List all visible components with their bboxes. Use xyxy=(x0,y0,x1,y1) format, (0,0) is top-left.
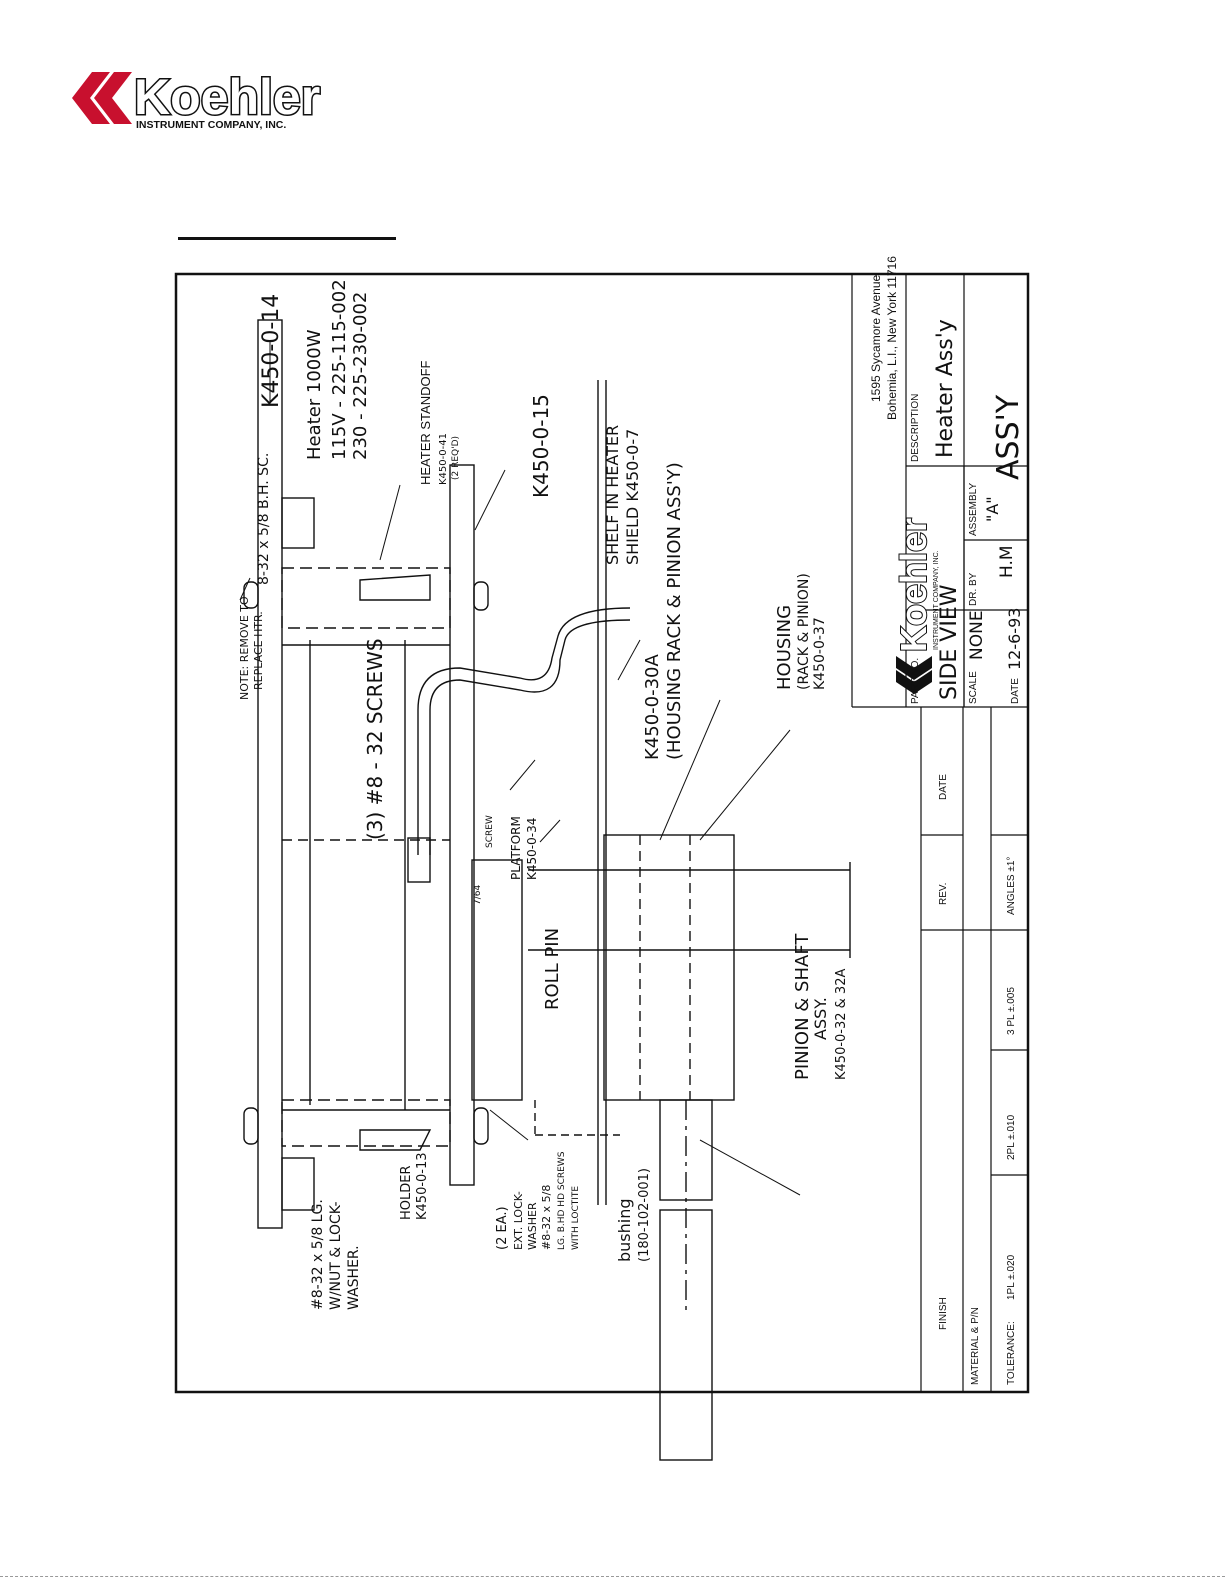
label-standoff-2: K450-0-41 xyxy=(438,433,449,485)
label-housing-2: (RACK & PINION) xyxy=(796,573,812,690)
tb-logo-subtitle: INSTRUMENT COMPANY, INC. xyxy=(933,550,940,650)
label-top-plate: K450-0-14 xyxy=(259,294,284,408)
label-platform-screw: SCREW xyxy=(485,815,495,848)
tb-dr-by-value: H.M xyxy=(997,545,1017,578)
label-lock-2: EXT. LOCK- xyxy=(512,1191,525,1250)
standoff-lower xyxy=(281,1099,451,1147)
logo-chevron-inner xyxy=(94,72,132,124)
label-screw-top: 8-32 x 5/8 B.H. SC. xyxy=(256,453,272,585)
label-standoff-3: (2 REQ'D) xyxy=(451,436,461,480)
bolt-head-top-1 xyxy=(243,581,259,609)
base-plate xyxy=(449,464,475,1186)
tb-assembly-value: "A" xyxy=(983,496,1002,522)
logo-subtitle: INSTRUMENT COMPANY, INC. xyxy=(136,119,286,131)
label-lock-5: LG. B.HD HD SCREWS xyxy=(557,1151,567,1250)
header-underline xyxy=(178,237,396,240)
tb-rev-label: REV. xyxy=(938,883,949,905)
label-roll-pin: ROLL PIN xyxy=(542,928,563,1010)
label-nut-1: #8-32 x 5/8 LG. xyxy=(310,1199,326,1310)
tb-date-value: 12-6-93 xyxy=(1005,608,1024,670)
label-screws-32: (3) #8 - 32 SCREWS xyxy=(363,638,387,840)
label-bushing-2: (180-102-001) xyxy=(637,1168,652,1262)
tb-assembly-value2: ASS'Y xyxy=(991,394,1026,480)
tb-address-1: 1595 Sycamore Avenue xyxy=(869,274,883,402)
label-platform-2: K450-0-34 xyxy=(525,818,539,880)
tb-address-2: Bohemia, L.I., New York 11716 xyxy=(885,256,899,420)
heater-cable-2 xyxy=(417,607,631,855)
label-holder-1: HOLDER xyxy=(399,1165,414,1220)
bolt-head-base-1 xyxy=(473,581,489,611)
label-lock-1: (2 EA.) xyxy=(495,1206,510,1250)
logo-wordmark: Koehler xyxy=(134,70,320,125)
label-lock-3: WASHER xyxy=(526,1202,539,1250)
label-note-2: REPLACE HTR. xyxy=(252,611,265,690)
nut-platform xyxy=(407,837,431,883)
tb-description-value: Heater Ass'y xyxy=(933,319,958,458)
tb-logo-chevron xyxy=(896,670,932,694)
tb-scale-value: NONE xyxy=(967,610,987,660)
label-pinion-2: ASSY. xyxy=(811,997,830,1040)
tb-tol-1pl: 1PL ±.020 xyxy=(1006,1254,1017,1300)
page-bottom-dashed-line xyxy=(0,1576,1225,1577)
label-lock-4: #8-32 x 5/8 xyxy=(540,1185,553,1250)
tb-description-label: DESCRIPTION xyxy=(910,394,921,462)
heater-element-lower xyxy=(359,1129,432,1151)
label-note-1: NOTE: REMOVE TO xyxy=(238,596,251,700)
tb-material-label: MATERIAL & P/N xyxy=(970,1307,981,1385)
label-housing-desc: (HOUSING RACK & PINION ASS'Y) xyxy=(664,462,685,760)
label-bushing-1: bushing xyxy=(615,1198,634,1262)
tb-tol-3pl: 3 PL ±.005 xyxy=(1006,987,1017,1035)
label-shelf-2: SHIELD K450-0-7 xyxy=(623,429,642,565)
tb-scale-label: SCALE xyxy=(968,671,979,704)
label-heater-title: Heater 1000W xyxy=(304,329,325,460)
tb-logo-chevron-2 xyxy=(896,656,932,680)
tb-date-label: DATE xyxy=(1010,678,1021,704)
tb-rev-date-label: DATE xyxy=(938,774,949,800)
tb-dr-by-label: DR. BY xyxy=(968,572,979,606)
label-housing-3: K450-0-37 xyxy=(812,617,828,690)
label-housing-pn: K450-0-30A xyxy=(642,653,663,760)
nut-top-1 xyxy=(281,497,315,549)
tb-tol-2pl: 2PL ±.010 xyxy=(1006,1114,1017,1160)
leader-lines xyxy=(239,340,801,1196)
label-heater-230: 230 - 225-230-002 xyxy=(350,292,371,460)
label-nut-2: W/NUT & LOCK- xyxy=(328,1201,344,1310)
label-lock-6: WITH LOCTITE xyxy=(571,1186,581,1250)
label-dim-764: 7/64 xyxy=(473,885,483,905)
label-base-plate: K450-0-15 xyxy=(529,394,553,498)
heater-element-upper xyxy=(359,574,431,601)
tb-part-no-label: PART NO. xyxy=(910,658,921,704)
title-block xyxy=(851,274,1028,1392)
bolt-head-base-2 xyxy=(473,1107,489,1145)
heater-cable xyxy=(429,619,631,855)
title-block-logo: Koehler INSTRUMENT COMPANY, INC. xyxy=(892,517,940,694)
top-plate xyxy=(257,319,283,1229)
label-nut-3: WASHER. xyxy=(346,1245,362,1310)
label-platform-1: PLATFORM xyxy=(509,816,523,880)
standoff-upper xyxy=(281,567,451,629)
label-pinion-3: K450-0-32 & 32A xyxy=(834,969,849,1080)
company-logo: Koehler INSTRUMENT COMPANY, INC. xyxy=(72,70,322,131)
housing-block xyxy=(603,834,735,1101)
bolt-head-top-2 xyxy=(243,1107,259,1145)
tb-assembly-label: ASSEMBLY xyxy=(968,483,979,536)
label-shelf-1: SHELF IN HEATER xyxy=(603,425,622,565)
label-holder-2: K450-0-13 xyxy=(415,1152,430,1220)
tb-logo-wordmark: Koehler xyxy=(893,518,934,652)
parts xyxy=(243,319,851,1461)
logo-chevron-outer xyxy=(72,72,110,124)
platform xyxy=(471,859,523,1101)
tb-finish-label: FINISH xyxy=(938,1297,949,1330)
label-standoff-1: HEATER STANDOFF xyxy=(418,360,433,485)
tb-tolerance-label: TOLERANCE: xyxy=(1006,1321,1017,1385)
label-pinion-1: PINION & SHAFT xyxy=(792,933,813,1080)
tb-tol-angles: ANGLES ±1° xyxy=(1006,857,1017,915)
nut-top-2 xyxy=(281,1157,315,1211)
tb-part-no-value: SIDE VIEW xyxy=(937,584,962,700)
label-heater-115: 115V - 225-115-002 xyxy=(329,279,350,460)
label-housing-1: HOUSING xyxy=(774,605,795,690)
drawing-border xyxy=(174,272,1030,1394)
